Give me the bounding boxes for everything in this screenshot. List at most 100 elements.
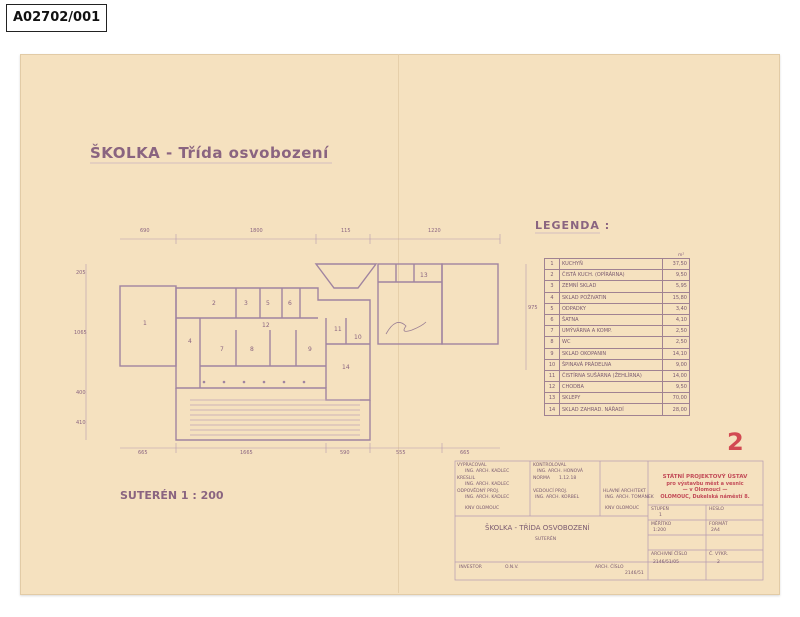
dim-bottom-4: 555 (396, 450, 406, 456)
chief-label: HLAVNÍ ARCHITEKT (603, 489, 646, 494)
title-block: VYPRACOVAL ING. ARCH. KADLEC KRESLIL ING… (455, 461, 763, 580)
archive-label: ARCH. ČÍSLO (595, 565, 624, 570)
format-label: FORMÁT (709, 522, 728, 527)
prepared-name: ING. ARCH. KADLEC (465, 469, 510, 474)
format-value: 2A4 (711, 528, 720, 533)
lead-name: ING. ARCH. KORBEL (535, 495, 580, 500)
legend-area: 14,10 (662, 347, 690, 360)
legend-no: 11 (544, 369, 560, 383)
dim-bottom-3: 590 (340, 450, 350, 456)
dim-top-1: 690 (140, 228, 150, 234)
place-mid: KNV OLOMOUC (605, 506, 640, 511)
room-number: 6 (288, 300, 292, 307)
dim-top-2: 1800 (250, 228, 263, 234)
room-number: 1 (143, 320, 147, 327)
legend-no: 9 (544, 347, 560, 360)
legend-no: 10 (544, 358, 560, 371)
legend-area: 9,50 (662, 269, 690, 282)
archive2-label: ARCHIVNÍ ČÍSLO (651, 552, 688, 557)
legend-area: 9,00 (662, 358, 690, 371)
legend-name: ŠPINAVÁ PRÁDELNA (559, 358, 663, 371)
legend-area: 2,50 (662, 336, 690, 349)
legend-name: ŠATNA (559, 313, 663, 327)
norm-date: 1.12.18 (559, 476, 577, 481)
legend-name: SKLAD ZAHRAD. NÁŘADÍ (559, 403, 663, 416)
legend-no: 1 (544, 257, 560, 271)
drawing-title: ŠKOLKA - Třída osvobození (90, 144, 329, 162)
room-number: 8 (250, 346, 254, 353)
sheet-number: 2 (727, 428, 744, 456)
legend-name: ZEMNÍ SKLAD (559, 280, 663, 293)
room-number: 5 (266, 300, 270, 307)
right-wing-room (441, 263, 499, 345)
chief-name: ING. ARCH. TOMÁNEK (605, 495, 654, 500)
archive2-value: 2146/51/05 (653, 560, 679, 565)
stage-label: STUPEŇ (651, 507, 669, 512)
code-label: HESLO (709, 507, 724, 512)
legend-name: ODPADKY (559, 302, 663, 315)
legend-area: 70,00 (662, 392, 690, 405)
room-number: 14 (342, 364, 350, 371)
room-number: 13 (420, 272, 428, 279)
checked-label: KONTROLOVAL (533, 463, 567, 468)
institute-stamp: STÁTNÍ PROJEKTOVÝ ÚSTAV pro výstavbu měs… (648, 474, 762, 500)
stamp-line-2: pro výstavbu měst a vesnic (666, 480, 744, 487)
room-number: 10 (354, 334, 362, 341)
legend-area: 14,00 (662, 369, 690, 383)
room-number: 3 (244, 300, 248, 307)
legend-area: 37,50 (662, 257, 690, 271)
dim-bottom-2: 1665 (240, 450, 253, 456)
lower-block-outline (175, 388, 371, 441)
legend-no: 5 (544, 302, 560, 315)
stair-shaft (314, 263, 378, 289)
dim-bottom-1: 665 (138, 450, 148, 456)
drawing-no-label: Č. VÝKR. (709, 552, 729, 557)
place-left: KNV OLOMOUC (465, 506, 500, 511)
legend-name: ČISTÍRNA SUŠÁRNA (ŽEHLÍRNA) (559, 369, 663, 383)
room-number: 9 (308, 346, 312, 353)
left-wing-room (119, 285, 177, 367)
dim-bottom-5: 665 (460, 450, 470, 456)
legend-heading: LEGENDA : (535, 219, 611, 232)
archive-id-label: A02702/001 (6, 4, 108, 32)
room-number: 11 (334, 326, 342, 333)
drawing-no-value: 2 (717, 560, 720, 565)
dim-right-1: 975 (528, 305, 538, 311)
legend-area: 5,95 (662, 280, 690, 293)
legend-name: CHODBA (559, 381, 663, 394)
room-number: 4 (188, 338, 192, 345)
legend-area: 2,50 (662, 325, 690, 338)
checked-name: ING. ARCH. HONOVÁ (537, 469, 583, 474)
dim-top-4: 1220 (428, 228, 441, 234)
archive-value: 2146/51 (625, 571, 644, 576)
legend-no: 6 (544, 313, 560, 327)
legend-name: SKLAD POŽIVATIN (559, 291, 663, 304)
floor-label: SUTERÉN 1 : 200 (120, 489, 224, 502)
drawing-name: SUTERÉN (535, 537, 557, 542)
legend-name: ČISTÁ KUCH. (OPÍRÁRNA) (559, 269, 663, 282)
legend-area: 9,50 (662, 381, 690, 394)
room-number: 2 (212, 300, 216, 307)
legend-no: 2 (544, 269, 560, 282)
legend-no: 8 (544, 336, 560, 349)
scale-label: MĚŘÍTKO (651, 522, 672, 527)
room-number: 12 (262, 322, 270, 329)
legend-unit: m² (678, 253, 685, 258)
sheet-fold-line (398, 54, 399, 593)
drew-label: KRESLIL (457, 476, 476, 481)
